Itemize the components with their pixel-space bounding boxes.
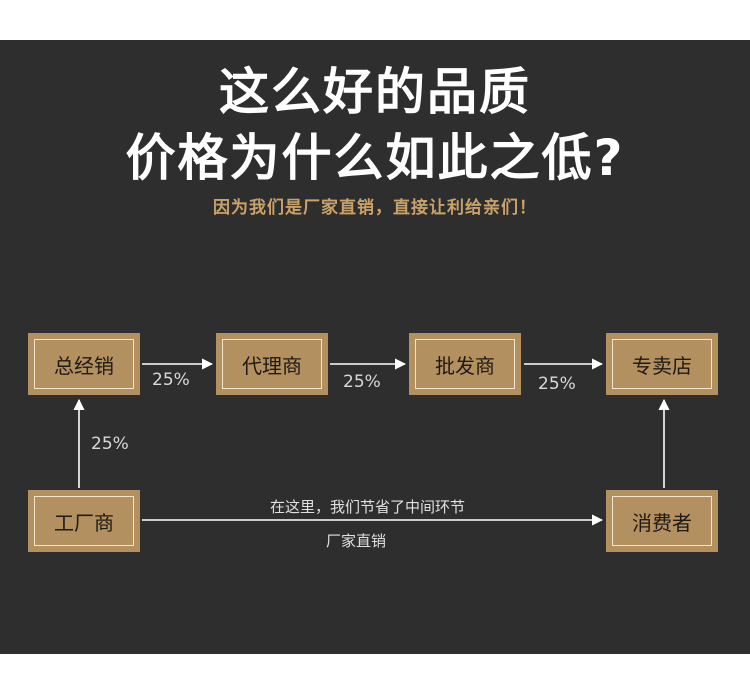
subtitle: 因为我们是厂家直销，直接让利给亲们！ <box>213 198 537 218</box>
edge-label-factory-to-consumer-top: 在这里，我们节省了中间环节 <box>270 498 466 516</box>
node-factory: 工厂商 <box>28 490 140 552</box>
edge-label-factory-to-consumer-bottom: 厂家直销 <box>326 532 387 550</box>
edge-label-general-to-agent: 25% <box>152 370 190 390</box>
headline-line-1: 这么好的品质 <box>219 63 531 121</box>
node-store: 专卖店 <box>606 333 718 395</box>
node-label: 批发商 <box>435 353 495 378</box>
edge-label-wholesaler-to-store: 25% <box>538 374 576 394</box>
headline-line-2: 价格为什么如此之低? <box>125 129 625 187</box>
node-consumer: 消费者 <box>606 490 718 552</box>
node-wholesaler: 批发商 <box>409 333 521 395</box>
node-label: 总经销 <box>54 353 114 378</box>
edge-label-factory-to-general: 25% <box>91 434 129 454</box>
node-label: 代理商 <box>242 353 302 378</box>
node-agent: 代理商 <box>216 333 328 395</box>
edge-label-agent-to-wholesaler: 25% <box>343 372 381 392</box>
node-general-distributor: 总经销 <box>28 333 140 395</box>
node-label: 专卖店 <box>632 353 692 378</box>
node-label: 工厂商 <box>54 510 114 535</box>
node-label: 消费者 <box>632 510 692 535</box>
